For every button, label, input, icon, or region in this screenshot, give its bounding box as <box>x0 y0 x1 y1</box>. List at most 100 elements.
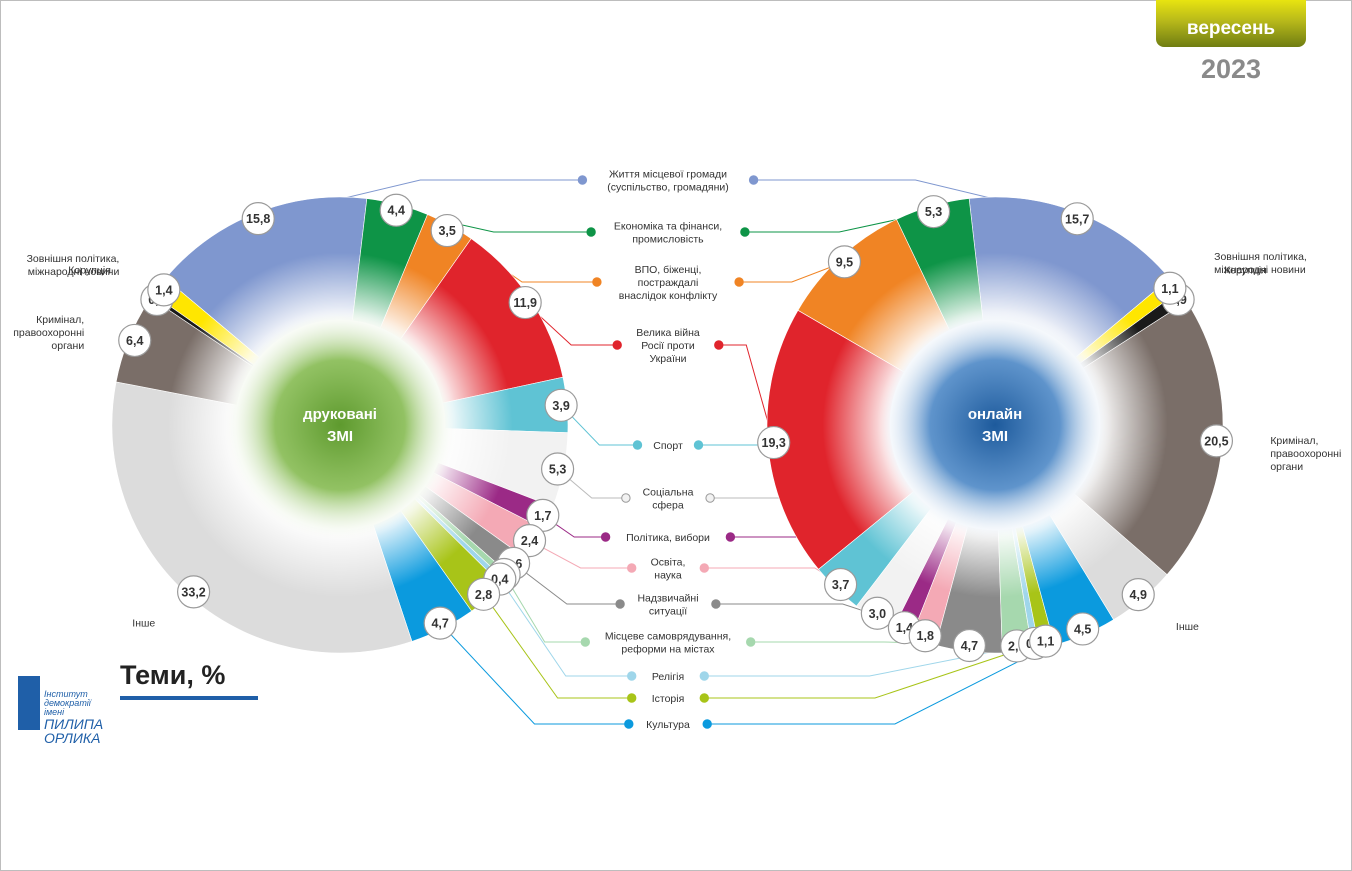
online-media-core <box>877 307 1113 543</box>
printed-outer-label-1-0: Корупція <box>68 264 111 276</box>
legend-dot-right-3 <box>714 340 724 350</box>
online-outer-label-2-1: правоохоронні <box>1270 448 1341 460</box>
legend-dot-right-0 <box>748 175 759 185</box>
online-value-label-12: 4,5 <box>1074 622 1091 636</box>
legend-label-1-0: Економіка та фінанси, <box>614 221 722 233</box>
online-value-label-11: 1,1 <box>1037 635 1054 649</box>
legend-dot-left-1 <box>586 227 596 237</box>
printed-value-label-7: 2,4 <box>521 534 538 548</box>
online-value-bubble-4 <box>824 567 858 602</box>
printed-value-label-5: 5,3 <box>549 463 566 477</box>
legend-dot-right-11 <box>699 693 709 703</box>
printed-value-label-11: 2,8 <box>475 588 492 602</box>
printed-outer-label-0-1: міжнародні новини <box>28 266 120 278</box>
online-value-bubble-7 <box>908 619 942 653</box>
printed-value-bubble-12 <box>423 606 457 640</box>
legend-label-10-0: Релігія <box>652 671 684 683</box>
legend-label-3-2: України <box>649 353 686 365</box>
printed-value-bubble-4 <box>544 388 578 422</box>
legend-label-2-1: постраждалі <box>638 277 699 289</box>
legend-label-12-0: Культура <box>646 719 690 731</box>
legend-label-5-0: Соціальна <box>643 487 694 499</box>
online-value-label-3: 19,3 <box>762 436 786 450</box>
logo-line-3: ПИЛИПА <box>44 716 104 732</box>
printed-leader-4 <box>560 404 638 446</box>
online-core-label-1: ЗМІ <box>982 428 1008 445</box>
legend-label-2-2: внаслідок конфлікту <box>619 290 718 302</box>
legend-dot-left-12 <box>624 719 634 729</box>
legend-label-8-0: Надзвичайні <box>637 593 698 605</box>
legend-label-9-0: Місцеве самоврядування, <box>605 631 731 643</box>
legend-dot-left-3 <box>612 340 622 350</box>
legend-dot-left-8 <box>615 599 625 609</box>
online-core-label-0: онлайн <box>968 406 1022 423</box>
printed-outer-label-2-2: органи <box>51 340 84 352</box>
printed-value-label-6: 1,7 <box>534 509 551 523</box>
legend-dot-left-7 <box>627 563 637 573</box>
legend-label-5-1: сфера <box>652 500 684 512</box>
legend-label-3-1: Росії проти <box>641 340 695 352</box>
online-leader-3 <box>718 344 775 443</box>
printed-value-label-2: 3,5 <box>438 224 455 238</box>
institute-logo-icon <box>18 676 40 730</box>
legend-dot-right-6 <box>725 532 736 542</box>
legend-label-3-0: Велика війна <box>636 327 700 339</box>
legend-dot-right-10 <box>699 671 709 681</box>
online-value-bubble-3 <box>757 425 791 460</box>
legend-dot-left-6 <box>600 532 611 542</box>
online-outer-label-0-0: Зовнішня політика, <box>1214 251 1307 263</box>
online-value-label-8: 4,7 <box>961 639 978 653</box>
online-value-bubble-2 <box>827 245 862 279</box>
legend-dot-left-9 <box>580 637 590 647</box>
online-outer-label-1-0: Корупція <box>1224 265 1267 277</box>
online-value-bubble-12 <box>1066 612 1100 646</box>
legend-label-4-0: Спорт <box>653 440 683 452</box>
printed-value-bubble-2 <box>430 213 464 248</box>
logo-line-4: ОРЛИКА <box>44 730 101 746</box>
online-value-bubble-1 <box>916 195 951 229</box>
printed-outer-label-0-0: Зовнішня політика, <box>27 253 120 265</box>
online-value-label-2: 9,5 <box>836 255 853 269</box>
printed-core-label-0: друковані <box>303 406 377 423</box>
legend-dot-left-2 <box>592 277 602 287</box>
online-value-label-16: 1,1 <box>1161 282 1178 296</box>
legend-dot-right-8 <box>711 599 721 609</box>
legend-label-8-1: ситуації <box>649 606 687 618</box>
legend-dot-left-10 <box>627 671 637 681</box>
printed-value-label-1: 4,4 <box>388 204 405 218</box>
legend-dot-right-2 <box>734 277 744 287</box>
printed-leader-11 <box>483 594 632 699</box>
printed-value-label-13: 33,2 <box>181 585 205 599</box>
printed-leader-8 <box>513 562 621 605</box>
printed-value-bubble-5 <box>540 452 575 486</box>
legend-dot-right-7 <box>699 563 709 573</box>
logo-line-1: Інститут демократії <box>44 689 91 708</box>
logo-line-2: імені <box>44 707 65 717</box>
printed-value-label-16: 1,4 <box>155 283 172 297</box>
printed-value-bubble-11 <box>466 577 501 611</box>
online-value-label-0: 15,7 <box>1065 212 1089 226</box>
printed-value-bubble-13 <box>177 575 211 609</box>
legend-dot-right-4 <box>693 440 704 450</box>
online-value-bubble-14 <box>1199 424 1234 458</box>
printed-leader-12 <box>439 622 629 725</box>
online-outer-label-2-0: Кримінал, <box>1270 435 1318 447</box>
printed-leader-7 <box>529 540 632 569</box>
legend-label-9-1: реформи на містах <box>621 644 715 656</box>
printed-outer-label-3-0: Інше <box>132 617 155 629</box>
online-value-bubble-11 <box>1029 624 1063 658</box>
online-value-label-6: 1,4 <box>896 621 913 635</box>
online-value-label-13: 4,9 <box>1130 588 1147 602</box>
printed-value-bubble-14 <box>118 323 152 358</box>
online-value-label-7: 1,8 <box>917 629 934 643</box>
online-value-label-5: 3,0 <box>869 607 886 621</box>
printed-value-bubble-7 <box>512 523 547 558</box>
printed-value-bubble-0 <box>241 202 275 236</box>
year-label: 2023 <box>1200 54 1262 84</box>
online-outer-label-3-0: Інше <box>1176 621 1199 633</box>
printed-value-label-0: 15,8 <box>246 212 270 226</box>
printed-value-label-14: 6,4 <box>126 334 143 348</box>
legend-dot-right-1 <box>740 227 750 237</box>
online-leader-11 <box>704 640 1046 699</box>
